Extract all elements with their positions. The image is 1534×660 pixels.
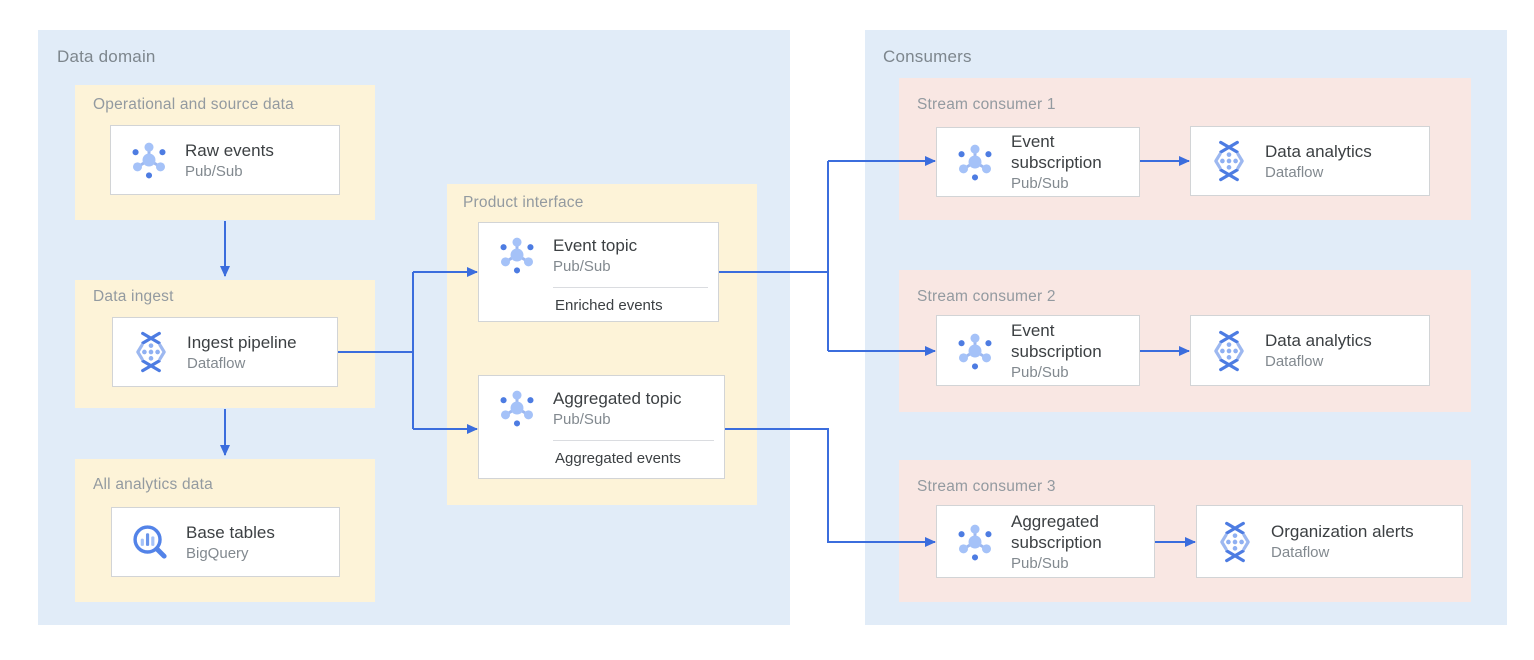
card-service: Pub/Sub: [1011, 175, 1069, 192]
group-stream-consumer-3: Stream consumer 3 Aggregated subscriptio…: [899, 460, 1471, 602]
data-analytics-card: Data analytics Dataflow: [1190, 126, 1430, 196]
event-topic-card: Event topic Pub/Sub Enriched events: [478, 222, 719, 322]
card-service: Dataflow: [1265, 353, 1324, 370]
dataflow-icon: [129, 330, 173, 374]
ingest-pipeline-card: Ingest pipeline Dataflow: [112, 317, 338, 387]
stream-consumer-2-title: Stream consumer 2: [917, 288, 1056, 305]
divider: [553, 287, 708, 288]
dataflow-icon: [1207, 329, 1251, 373]
group-analytics-title: All analytics data: [93, 476, 213, 493]
event-subscription-card: Event subscription Pub/Sub: [936, 127, 1140, 197]
stream-consumer-3-title: Stream consumer 3: [917, 478, 1056, 495]
card-name: Aggregated topic: [553, 388, 682, 408]
consumers-title: Consumers: [883, 47, 972, 66]
raw-events-card: Raw events Pub/Sub: [110, 125, 340, 195]
topic-label: Aggregated events: [555, 450, 681, 467]
pubsub-icon: [953, 520, 997, 564]
dataflow-icon: [1213, 520, 1257, 564]
group-product-interface-title: Product interface: [463, 194, 584, 211]
card-name: Data analytics: [1265, 331, 1372, 350]
consumers-panel: Consumers Stream consumer 1 Event subscr…: [865, 30, 1507, 625]
card-name: Organization alerts: [1271, 522, 1414, 541]
pubsub-icon: [495, 386, 539, 430]
card-service: Dataflow: [187, 354, 246, 372]
group-product-interface: Product interface Event topic Pub/Sub En…: [447, 184, 757, 505]
card-service: Dataflow: [1271, 544, 1330, 561]
group-data-ingest: Data ingest Ingest pipeline Dataflow: [75, 280, 375, 408]
pubsub-icon: [495, 233, 539, 277]
data-domain-title: Data domain: [57, 47, 156, 66]
card-name: Event topic: [553, 235, 638, 255]
card-service: Dataflow: [1265, 163, 1324, 181]
event-subscription-card: Event subscription Pub/Sub: [936, 315, 1140, 386]
bigquery-icon: [128, 520, 172, 564]
card-service: Pub/Sub: [1011, 554, 1069, 572]
data-domain-panel: Data domain Operational and source data …: [38, 30, 790, 625]
group-stream-consumer-1: Stream consumer 1 Event subscription Pub…: [899, 78, 1471, 220]
card-service: BigQuery: [186, 544, 249, 562]
divider: [553, 440, 714, 441]
card-name: Event subscription: [1011, 132, 1102, 172]
topic-label: Enriched events: [555, 297, 663, 314]
card-service: Pub/Sub: [553, 410, 611, 428]
aggregated-topic-card: Aggregated topic Pub/Sub Aggregated even…: [478, 375, 725, 479]
organization-alerts-card: Organization alerts Dataflow: [1196, 505, 1463, 578]
aggregated-subscription-card: Aggregated subscription Pub/Sub: [936, 505, 1155, 578]
dataflow-icon: [1207, 139, 1251, 183]
card-name: Data analytics: [1265, 141, 1372, 161]
card-service: Pub/Sub: [185, 162, 243, 180]
base-tables-card: Base tables BigQuery: [111, 507, 340, 577]
card-name: Raw events: [185, 140, 274, 160]
card-service: Pub/Sub: [1011, 363, 1069, 381]
group-operational-title: Operational and source data: [93, 96, 295, 113]
card-service: Pub/Sub: [553, 257, 611, 275]
group-all-analytics-data: All analytics data Base tables BigQuery: [75, 459, 375, 602]
group-data-ingest-title: Data ingest: [93, 288, 174, 305]
data-analytics-card: Data analytics Dataflow: [1190, 315, 1430, 386]
pubsub-icon: [953, 140, 997, 184]
card-name: Event subscription: [1011, 320, 1102, 361]
pubsub-icon: [127, 138, 171, 182]
group-operational-source-data: Operational and source data Raw events P…: [75, 85, 375, 220]
card-name: Ingest pipeline: [187, 332, 297, 352]
card-name: Base tables: [186, 522, 275, 542]
stream-consumer-1-title: Stream consumer 1: [917, 96, 1056, 113]
pubsub-icon: [953, 329, 997, 373]
card-name: Aggregated subscription: [1011, 511, 1102, 552]
group-stream-consumer-2: Stream consumer 2 Event subscription Pub…: [899, 270, 1471, 412]
